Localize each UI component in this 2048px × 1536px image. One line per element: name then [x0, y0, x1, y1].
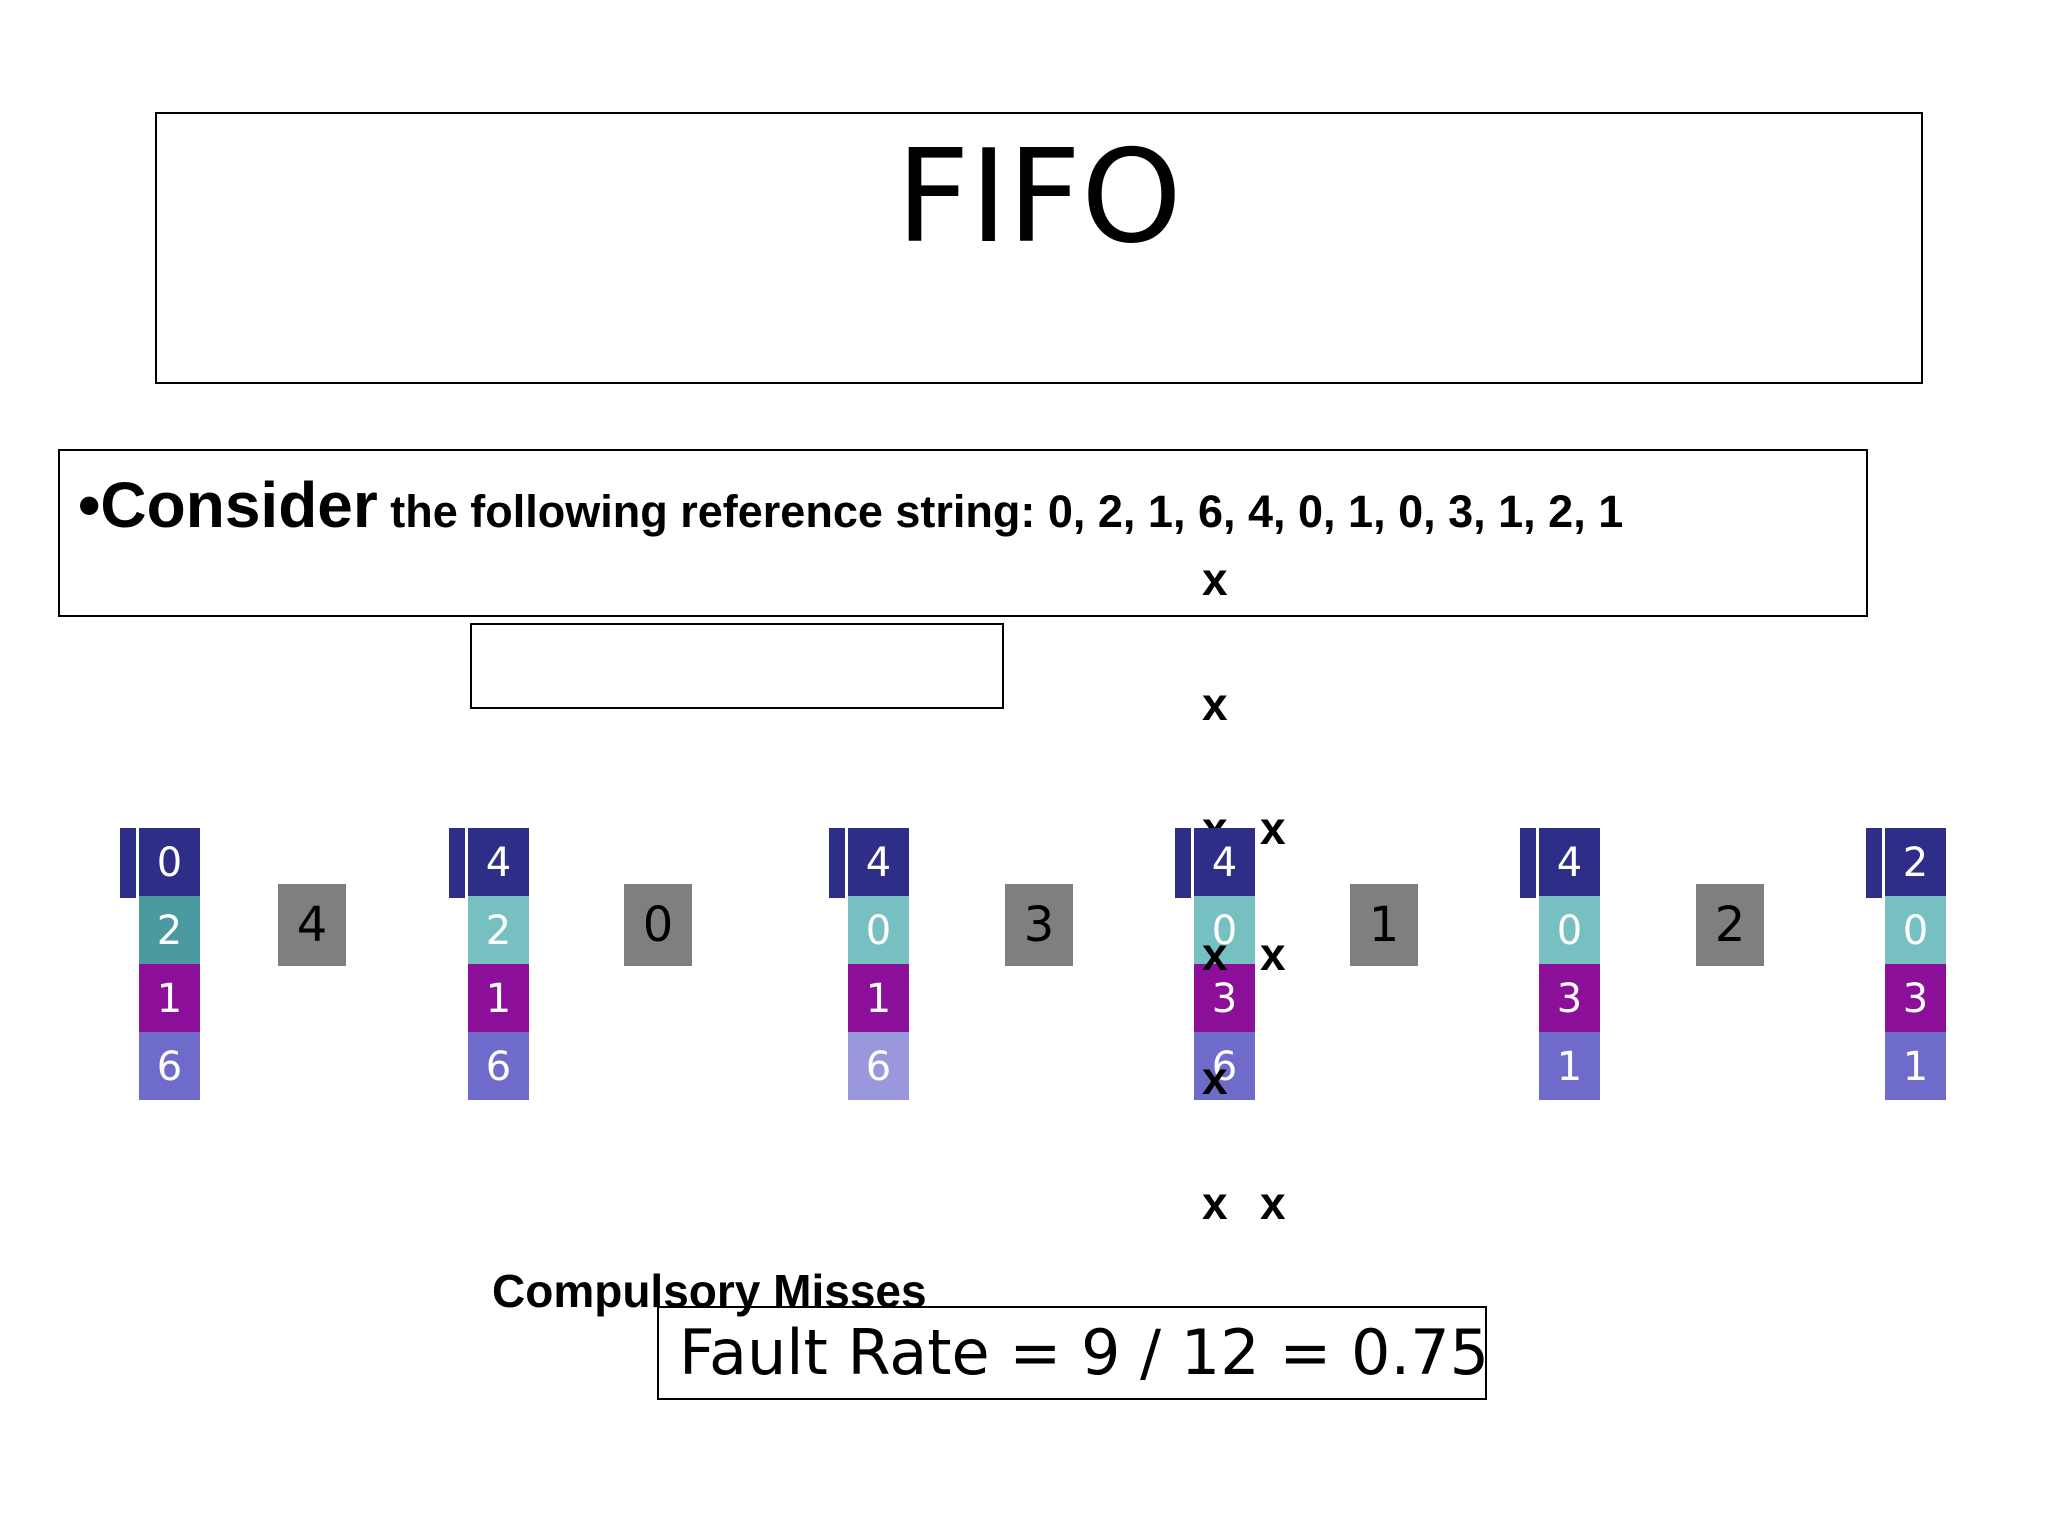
consider-word: Consider [100, 469, 378, 541]
frame-tab [1866, 828, 1882, 898]
frame-cell: 0 [136, 828, 200, 896]
miss-mark: x [1202, 1052, 1228, 1104]
miss-mark: x [1202, 678, 1228, 730]
reference-page: 2 [1696, 884, 1764, 966]
fault-rate-box: Fault Rate = 9 / 12 = 0.75 [657, 1306, 1490, 1400]
frame-cell: 1 [1882, 1032, 1946, 1100]
frame-cell: 2 [136, 896, 200, 964]
frame-cell: 0 [1536, 896, 1600, 964]
frame-tab [1520, 828, 1536, 898]
reference-page: 1 [1350, 884, 1418, 966]
frame-cell: 4 [1536, 828, 1600, 896]
frame-cell: 0 [845, 896, 909, 964]
frame-tab [120, 828, 136, 898]
miss-mark: x [1202, 1177, 1228, 1229]
miss-mark: x [1260, 1177, 1286, 1229]
blank-box [470, 623, 1004, 709]
reference-page: 4 [278, 884, 346, 966]
frame-cell: 2 [1882, 828, 1946, 896]
frame-cell: 6 [465, 1032, 529, 1100]
slide-title: FIFO [896, 123, 1182, 272]
frame-cell: 1 [465, 964, 529, 1032]
reference-page: 3 [1005, 884, 1073, 966]
miss-mark: x [1202, 553, 1228, 605]
miss-mark: x [1202, 928, 1228, 980]
frame-cell: 4 [465, 828, 529, 896]
frame-cell: 3 [1882, 964, 1946, 1032]
reference-string-box: •Consider the following reference string… [58, 449, 1868, 617]
reference-string: the following reference string: 0, 2, 1,… [377, 486, 1624, 537]
reference-page: 0 [624, 884, 692, 966]
frame-tab [449, 828, 465, 898]
bullet: • [78, 469, 101, 541]
frame-cell: 4 [845, 828, 909, 896]
frame-cell: 6 [1191, 1032, 1255, 1100]
frame-cell: 1 [136, 964, 200, 1032]
frame-cell: 3 [1536, 964, 1600, 1032]
fault-rate-text: Fault Rate = 9 / 12 = 0.75 [679, 1316, 1490, 1389]
frame-cell: 1 [845, 964, 909, 1032]
frame-cell: 6 [845, 1032, 909, 1100]
miss-mark: x [1260, 802, 1286, 854]
miss-mark: x [1260, 928, 1286, 980]
frame-cell: 1 [1536, 1032, 1600, 1100]
frame-cell: 4 [1191, 828, 1255, 896]
frame-tab [829, 828, 845, 898]
frame-cell: 2 [465, 896, 529, 964]
frame-cell: 6 [136, 1032, 200, 1100]
title-box: FIFO [155, 112, 1923, 384]
frame-cell: 0 [1882, 896, 1946, 964]
reference-string-text: •Consider the following reference string… [78, 473, 1623, 537]
frame-tab [1175, 828, 1191, 898]
frame-cell: 0 [1191, 896, 1255, 964]
frame-cell: 3 [1191, 964, 1255, 1032]
